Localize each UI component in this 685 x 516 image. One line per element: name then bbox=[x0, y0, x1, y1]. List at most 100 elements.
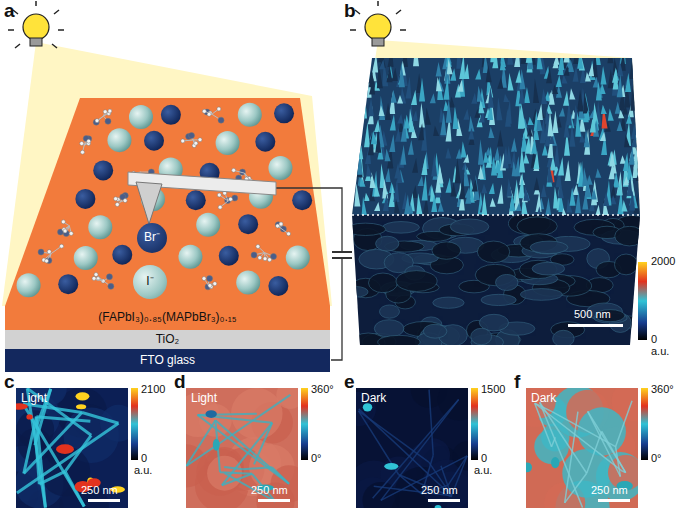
node-text: (FAPbI₃)₀.₈₅(MAPbBr₃)₀.₁₅ bbox=[98, 311, 236, 324]
height-spike bbox=[591, 179, 597, 205]
height-spike bbox=[557, 61, 563, 76]
height-spike bbox=[446, 100, 452, 123]
height-spike bbox=[588, 63, 594, 76]
grain-bump bbox=[530, 241, 568, 254]
height-spike bbox=[453, 106, 459, 129]
height-spike bbox=[591, 188, 597, 199]
height-spike bbox=[353, 92, 359, 109]
height-spike bbox=[631, 135, 637, 148]
height-spike bbox=[623, 153, 629, 171]
height-spike bbox=[481, 184, 487, 193]
height-spike bbox=[573, 41, 579, 64]
height-spike bbox=[612, 68, 618, 83]
grain-boundary bbox=[186, 395, 290, 466]
molecule-atom bbox=[61, 220, 65, 224]
height-spike bbox=[595, 168, 601, 177]
height-spike bbox=[372, 53, 378, 72]
height-spike bbox=[528, 117, 534, 125]
height-spike bbox=[634, 110, 640, 135]
height-spike bbox=[512, 161, 518, 176]
height-spike bbox=[440, 112, 446, 135]
height-spike bbox=[559, 107, 565, 116]
molecule-atom bbox=[181, 139, 185, 143]
grain-bump bbox=[344, 286, 369, 297]
height-spike bbox=[405, 76, 411, 98]
molecule-atom bbox=[95, 119, 99, 123]
height-spike bbox=[395, 128, 401, 142]
height-spike bbox=[582, 167, 588, 186]
height-spike bbox=[364, 193, 370, 201]
height-spike bbox=[537, 104, 543, 120]
bromide-ion bbox=[186, 190, 206, 210]
height-spike bbox=[490, 198, 496, 207]
height-spike bbox=[507, 44, 513, 65]
iodide-ion bbox=[74, 246, 98, 270]
height-spike bbox=[564, 43, 570, 62]
bromide-ion bbox=[144, 131, 164, 151]
height-spike bbox=[496, 97, 502, 120]
height-spike bbox=[556, 75, 562, 87]
molecule-atom bbox=[47, 250, 51, 254]
height-spike bbox=[626, 114, 632, 124]
height-spike bbox=[478, 100, 484, 113]
iodide-ion bbox=[17, 273, 41, 297]
height-spike bbox=[547, 162, 553, 182]
height-spike bbox=[526, 51, 532, 63]
bromide-ion: Br⁻ bbox=[137, 223, 167, 253]
molecule-atom bbox=[218, 117, 224, 123]
height-spike bbox=[393, 179, 399, 202]
grain-bump bbox=[517, 217, 557, 236]
signal-spot bbox=[551, 457, 559, 468]
grain-bump bbox=[368, 273, 397, 293]
height-spike bbox=[463, 109, 469, 120]
scale-bar-label: 250 nm bbox=[591, 484, 628, 496]
height-spike bbox=[459, 178, 465, 199]
grain-bump bbox=[553, 330, 574, 347]
scale-bar-label: 250 nm bbox=[81, 484, 118, 496]
node-text: Br⁻ bbox=[144, 231, 160, 244]
height-spike bbox=[404, 115, 410, 129]
height-spike bbox=[552, 111, 558, 133]
height-spike bbox=[610, 195, 616, 204]
height-spike bbox=[446, 178, 452, 193]
molecule-atom bbox=[63, 229, 67, 233]
molecule-atom bbox=[256, 244, 260, 248]
molecule-atom bbox=[279, 222, 283, 226]
height-spike bbox=[443, 77, 449, 100]
height-spike bbox=[394, 199, 400, 214]
height-spike bbox=[488, 127, 494, 138]
grain-boundary bbox=[381, 400, 459, 501]
molecule-atom bbox=[258, 256, 262, 260]
molecule-atom bbox=[38, 249, 44, 255]
signal-spot bbox=[526, 462, 532, 472]
height-spike bbox=[631, 124, 637, 139]
molecule-atom bbox=[45, 259, 49, 263]
height-spike bbox=[536, 191, 542, 212]
grain-bump bbox=[376, 236, 399, 251]
molecule-atom bbox=[268, 258, 272, 262]
height-spike bbox=[463, 164, 469, 186]
height-spike bbox=[456, 44, 462, 69]
molecule-atom bbox=[207, 276, 213, 282]
panel-letter: f bbox=[514, 372, 520, 393]
height-spike bbox=[608, 108, 614, 120]
tio2-layer: TiO₂ bbox=[5, 330, 330, 349]
grain-bump bbox=[520, 289, 562, 301]
height-spike bbox=[640, 130, 646, 151]
grain-boundary bbox=[82, 413, 119, 424]
height-spike bbox=[590, 116, 596, 133]
bromide-ion bbox=[238, 214, 258, 234]
height-spike bbox=[519, 148, 525, 173]
grain-boundary bbox=[588, 411, 621, 476]
height-spike bbox=[350, 94, 356, 111]
height-spike bbox=[623, 176, 629, 185]
iodide-ion: I⁻ bbox=[133, 265, 167, 299]
grain-bump bbox=[614, 254, 637, 275]
bromide-ion bbox=[255, 132, 275, 152]
height-spike bbox=[561, 208, 567, 217]
grain-bump bbox=[450, 219, 489, 234]
height-spike bbox=[404, 194, 410, 214]
height-spike bbox=[386, 66, 392, 83]
height-spike bbox=[382, 179, 388, 199]
